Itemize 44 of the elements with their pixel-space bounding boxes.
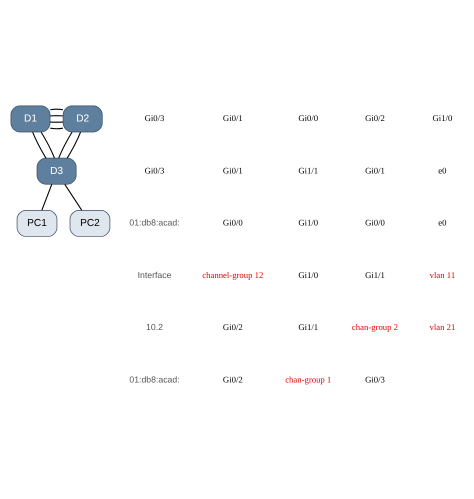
label: Gi1/1 <box>365 270 385 280</box>
label: 01:db8:acad: <box>129 374 180 384</box>
label: Gi0/2 <box>365 113 385 124</box>
label: vlan 21 <box>430 322 456 332</box>
label: Interface <box>138 270 172 280</box>
label: Gi1/0 <box>298 218 318 228</box>
label: Gi0/2 <box>222 374 243 384</box>
label: Gi1/0 <box>432 113 452 124</box>
connector <box>41 184 52 210</box>
node-box: PC1 <box>16 210 58 237</box>
label: e0 <box>438 165 447 176</box>
connector <box>64 184 82 211</box>
label: Gi0/3 <box>365 374 385 384</box>
label: Gi0/0 <box>365 218 385 228</box>
label: chan-group 2 <box>352 322 398 332</box>
label: channel-group 12 <box>202 270 264 280</box>
label: Gi0/1 <box>365 165 385 176</box>
label: e0 <box>438 218 447 228</box>
label: 01:db8:acad: <box>129 218 180 228</box>
connector <box>50 128 64 130</box>
connector <box>50 121 63 123</box>
node-box: PC2 <box>70 210 110 237</box>
label: vlan 11 <box>430 270 456 280</box>
connector <box>58 132 72 158</box>
label: Gi0/1 <box>222 165 243 176</box>
connector <box>32 132 46 158</box>
node-box: D2 <box>62 106 103 132</box>
connector <box>40 132 55 158</box>
connector <box>50 108 64 110</box>
label: 10.2 <box>146 322 163 332</box>
label: Gi0/3 <box>144 113 164 124</box>
node-box: D3 <box>36 158 77 185</box>
connector <box>50 115 63 116</box>
label: Gi1/0 <box>298 270 318 280</box>
label: Gi0/1 <box>222 113 243 124</box>
label: chan-group 1 <box>285 374 332 384</box>
connector <box>66 132 82 158</box>
label: Gi1/1 <box>298 165 318 176</box>
label: Gi0/3 <box>144 165 164 176</box>
label: Gi0/0 <box>222 218 243 228</box>
label: Gi1/1 <box>298 322 318 332</box>
label: Gi0/2 <box>222 322 243 332</box>
node-box: D1 <box>10 106 50 132</box>
label: Gi0/0 <box>298 113 318 124</box>
